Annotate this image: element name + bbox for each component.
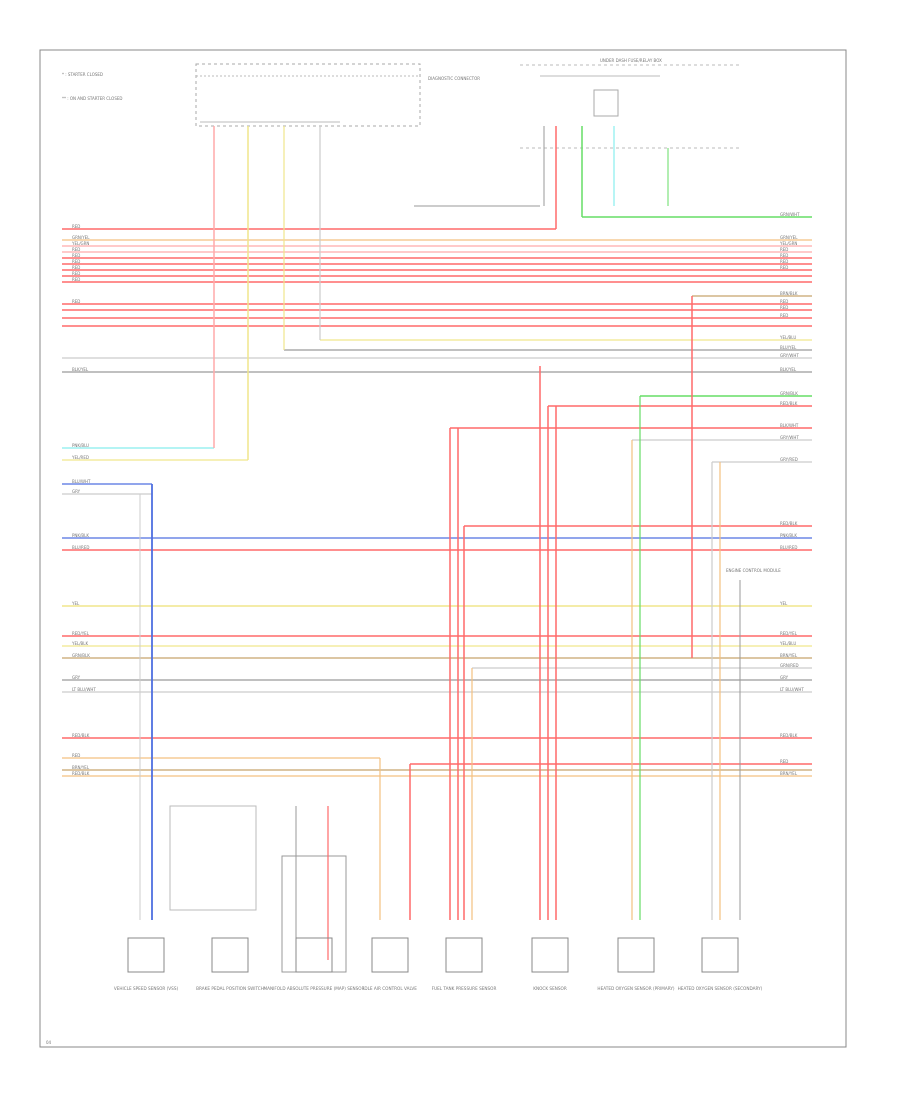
left-wire-label-14: GRY	[72, 489, 81, 494]
left-wire-label-24: RED	[72, 753, 80, 758]
right-wire-label-30: RED/BLK	[780, 733, 798, 738]
right-wire-label-32: BRN/YEL	[780, 771, 798, 776]
right-wire-label-24: RED/YEL	[780, 631, 798, 636]
component-label-1: BRAKE PEDAL POSITION SWITCH	[196, 986, 264, 991]
component-label-2: MANIFOLD ABSOLUTE PRESSURE (MAP) SENSOR	[263, 986, 364, 991]
component-label-0: VEHICLE SPEED SENSOR (VSS)	[114, 986, 179, 991]
component-box-6	[617, 937, 655, 973]
right-wire-label-22: BLU/RED	[780, 545, 797, 550]
sheet-id: 04	[46, 1040, 52, 1045]
left-wire-labels: REDGRN/YELYEL/GRNREDREDREDREDREDREDREDBL…	[71, 224, 96, 776]
right-wire-label-20: RED/BLK	[780, 521, 798, 526]
left-wire-label-17: YEL	[71, 601, 80, 606]
right-wire-label-4: RED	[780, 253, 788, 258]
right-wire-label-12: BLU/YEL	[780, 345, 797, 350]
left-wire-label-16: BLU/RED	[72, 545, 89, 550]
legend-line-1: * : STARTER CLOSED	[62, 72, 103, 77]
right-wire-label-25: YEL/BLU	[779, 641, 796, 646]
left-wire-label-2: YEL/GRN	[71, 241, 89, 246]
component-box-4	[445, 937, 483, 973]
right-wire-label-19: GRY/RED	[780, 457, 798, 462]
right-wire-label-1: GRN/YEL	[780, 235, 798, 240]
right-wire-label-16: RED/BLK	[780, 401, 798, 406]
legend-line-2: ** : ON AND STARTER CLOSED	[62, 96, 122, 101]
component-box-0	[127, 937, 165, 973]
fuse-relay-box-label: UNDER DASH FUSE/RELAY BOX	[600, 58, 662, 63]
component-label-6: HEATED OXYGEN SENSOR (PRIMARY)	[597, 986, 675, 991]
component-box-1	[211, 937, 249, 973]
component-symbols: VEHICLE SPEED SENSOR (VSS) BRAKE PEDAL PO…	[114, 937, 763, 991]
left-wire-label-0: RED	[72, 224, 80, 229]
right-wire-label-3: RED	[780, 247, 788, 252]
right-wire-label-10: RED	[780, 313, 788, 318]
component-label-4: FUEL TANK PRESSURE SENSOR	[432, 986, 497, 991]
map-sensor-frame	[281, 855, 347, 973]
left-wire-label-8: RED	[72, 277, 80, 282]
left-wire-label-1: GRN/YEL	[72, 235, 90, 240]
left-wire-label-13: BLU/WHT	[72, 479, 91, 484]
component-box-7	[701, 937, 739, 973]
horizontal-wires	[62, 205, 812, 777]
left-wire-label-10: BLK/YEL	[72, 367, 89, 372]
left-wire-label-6: RED	[72, 265, 80, 270]
right-wire-label-26: BRN/YEL	[780, 653, 798, 658]
right-wire-label-8: RED	[780, 299, 788, 304]
right-wire-label-31: RED	[780, 759, 788, 764]
right-wire-label-29: LT BLU/WHT	[780, 687, 804, 692]
left-wire-label-3: RED	[72, 247, 80, 252]
left-wire-label-11: PNK/BLU	[72, 443, 89, 448]
right-wire-label-0: GRN/WHT	[780, 212, 800, 217]
right-wire-label-7: BRN/BLK	[780, 291, 798, 296]
component-box-5	[531, 937, 569, 973]
left-wire-label-18: RED/YEL	[72, 631, 90, 636]
right-wire-label-15: GRN/BLK	[780, 391, 798, 396]
ecm-label: ENGINE CONTROL MODULE	[726, 568, 781, 573]
left-wire-label-4: RED	[72, 253, 80, 258]
left-wire-label-15: PNK/BLK	[72, 533, 89, 538]
right-wire-label-27: GRN/RED	[780, 663, 799, 668]
left-wire-label-7: RED	[72, 271, 80, 276]
right-wire-label-14: BLK/YEL	[780, 367, 797, 372]
left-wire-label-25: BRN/YEL	[72, 765, 90, 770]
right-wire-label-18: GRY/WHT	[780, 435, 799, 440]
right-wire-label-11: YEL/BLU	[779, 335, 796, 340]
left-wire-label-26: RED/BLK	[72, 771, 90, 776]
right-wire-labels: GRN/WHTGRN/YELYEL/GRNREDREDREDREDBRN/BLK…	[779, 212, 804, 776]
vertical-wires	[139, 126, 741, 960]
right-wire-label-13: GRY/WHT	[780, 353, 799, 358]
component-label-7: HEATED OXYGEN SENSOR (SECONDARY)	[678, 986, 763, 991]
right-wire-label-17: BLK/WHT	[780, 423, 799, 428]
right-wire-label-2: YEL/GRN	[779, 241, 797, 246]
component-box-2	[295, 937, 333, 973]
left-wire-label-22: LT BLU/WHT	[72, 687, 96, 692]
component-box-3	[371, 937, 409, 973]
fuse-relay-box: UNDER DASH FUSE/RELAY BOX	[520, 58, 740, 149]
component-label-3: IDLE AIR CONTROL VALVE	[363, 986, 417, 991]
right-wire-label-5: RED	[780, 259, 788, 264]
right-wire-label-28: GRY	[780, 675, 789, 680]
diagnostic-connector-label: DIAGNOSTIC CONNECTOR	[428, 76, 480, 81]
right-wire-label-6: RED	[780, 265, 788, 270]
brake-switch-frame	[169, 805, 257, 911]
right-wire-label-9: RED	[780, 305, 788, 310]
component-label-5: KNOCK SENSOR	[533, 986, 567, 991]
left-wire-label-5: RED	[72, 259, 80, 264]
diagnostic-connector: DIAGNOSTIC CONNECTOR	[195, 63, 480, 127]
left-wire-label-9: RED	[72, 299, 80, 304]
left-wire-label-19: YEL/BLK	[71, 641, 89, 646]
left-wire-label-20: GRN/BLK	[72, 653, 90, 658]
left-wire-label-23: RED/BLK	[72, 733, 90, 738]
left-wire-label-12: YEL/RED	[71, 455, 89, 460]
right-wire-label-23: YEL	[779, 601, 788, 606]
left-wire-label-21: GRY	[72, 675, 81, 680]
right-wire-label-21: PNK/BLK	[780, 533, 797, 538]
